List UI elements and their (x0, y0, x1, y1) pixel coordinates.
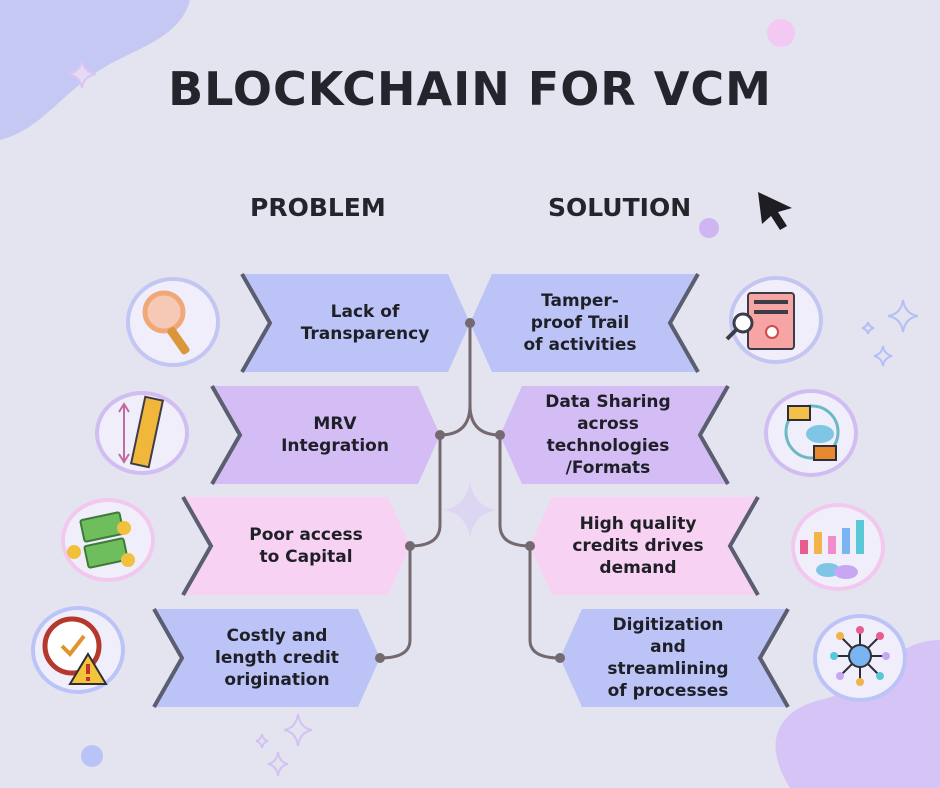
problem-text-3: Poor access to Capital (249, 525, 363, 567)
solution-arrow-2 (500, 386, 728, 484)
decor-dot (767, 19, 795, 47)
problem-arrow-3 (183, 497, 410, 595)
problem-text-4: Costly and length credit origination (215, 626, 339, 690)
solution-text-1: Tamper- proof Trail of activities (523, 291, 637, 355)
decor-dot (81, 745, 103, 767)
page-title: BLOCKCHAIN FOR VCM (168, 62, 772, 116)
top-left-blob (0, 0, 190, 140)
problem-arrows (152, 273, 470, 708)
magnifier-icon (126, 277, 220, 367)
problem-arrow-1 (242, 274, 470, 372)
solution-text-2: Data Sharing across technologies /Format… (545, 392, 671, 478)
center-sparkle (444, 482, 496, 538)
cloud-sync-icon (764, 389, 858, 477)
sparkle-icon (861, 299, 919, 367)
solution-arrow-4 (560, 609, 788, 707)
solution-arrows (470, 273, 790, 708)
solution-text-4: Digitization and streamlining of process… (607, 615, 729, 701)
solution-arrow-3 (530, 497, 758, 595)
network-globe-icon (813, 614, 907, 702)
cursor-icon (758, 192, 792, 230)
problem-arrow-4 (154, 609, 380, 707)
solution-arrow-1 (470, 274, 698, 372)
document-search-icon (725, 276, 823, 364)
decor-dot (699, 218, 719, 238)
connector-lines (379, 323, 561, 660)
problem-arrow-2 (212, 386, 440, 484)
clock-warning-icon (31, 606, 125, 694)
ruler-icon (95, 391, 189, 475)
bar-chart-icon (791, 503, 885, 591)
solution-heading: SOLUTION (548, 193, 692, 222)
problem-text-2: MRV Integration (281, 414, 389, 456)
problem-heading: PROBLEM (250, 193, 386, 222)
sparkle-icon (67, 59, 97, 89)
money-icon (61, 498, 155, 582)
sparkle-icon (255, 713, 313, 777)
junction-dots (375, 318, 565, 663)
problem-text-1: Lack of Transparency (300, 302, 430, 344)
solution-text-3: High quality credits drives demand (572, 514, 704, 578)
